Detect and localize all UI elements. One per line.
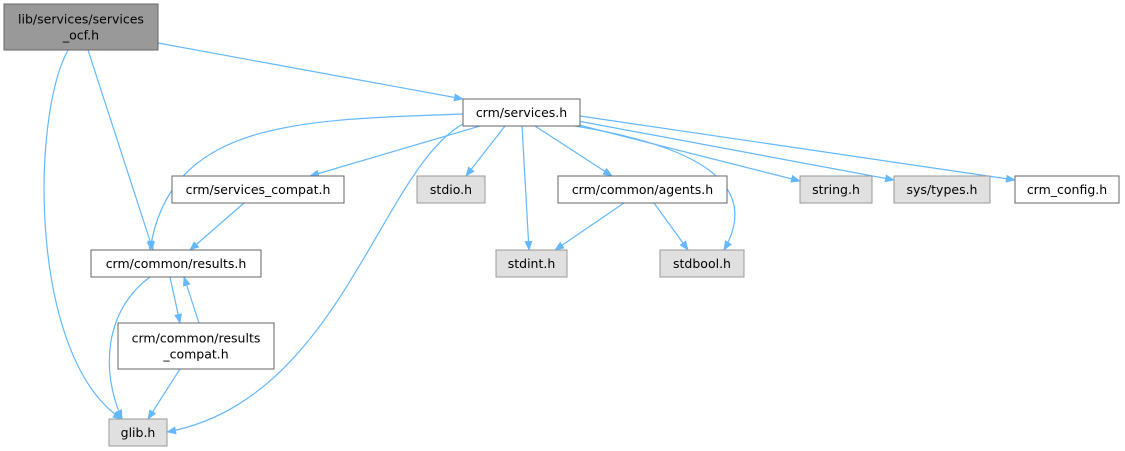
- node-string: string.h: [799, 175, 873, 204]
- node-label: stdbool.h: [673, 256, 731, 271]
- node-services[interactable]: crm/services.h: [462, 98, 581, 127]
- node-results_compat[interactable]: crm/common/results_compat.h: [117, 322, 275, 370]
- node-systypes: sys/types.h: [893, 175, 991, 204]
- node-stdint: stdint.h: [495, 249, 568, 278]
- edge-services-to-stdint: [521, 125, 533, 251]
- edge-services_ocf-to-glib: [43, 49, 123, 420]
- node-box: [462, 98, 581, 127]
- edge-services-to-results: [147, 113, 464, 251]
- node-box: [557, 175, 728, 204]
- nodes-layer: lib/services/services_ocf.h crm/services.…: [3, 3, 1120, 447]
- node-glib: glib.h: [108, 418, 168, 447]
- edge-services_ocf-to-results: [87, 49, 155, 251]
- node-box: [171, 175, 345, 204]
- node-label: crm/services.h: [476, 105, 567, 120]
- edge-services-to-systypes: [577, 120, 895, 183]
- node-label: _ocf.h: [62, 28, 99, 43]
- node-stdio: stdio.h: [416, 175, 486, 204]
- edge-services-to-glib: [166, 123, 464, 435]
- node-label: stdio.h: [430, 182, 472, 197]
- edge-services-to-services_compat: [309, 125, 481, 178]
- node-label: crm_config.h: [1027, 182, 1107, 197]
- node-label: sys/types.h: [907, 182, 978, 197]
- node-label: lib/services/services: [18, 12, 144, 27]
- node-label: crm/services_compat.h: [186, 182, 331, 197]
- node-label: crm/common/results: [132, 331, 261, 346]
- node-box: [1014, 175, 1120, 204]
- edge-services-to-stdio: [465, 125, 506, 177]
- node-box: [416, 175, 486, 204]
- node-crm_config[interactable]: crm_config.h: [1014, 175, 1120, 204]
- node-box: [893, 175, 991, 204]
- edge-results-to-results_compat: [169, 276, 182, 324]
- edge-results-to-glib: [108, 276, 151, 420]
- edge-services-to-stdbool: [574, 125, 736, 251]
- edge-results_compat-to-results: [182, 276, 200, 324]
- node-box: [659, 249, 745, 278]
- node-box: [117, 322, 275, 370]
- edge-results_compat-to-glib: [147, 368, 181, 420]
- node-label: glib.h: [121, 425, 156, 440]
- node-label: stdint.h: [508, 256, 556, 271]
- edge-agents-to-stdint: [554, 202, 625, 251]
- node-services_compat[interactable]: crm/services_compat.h: [171, 175, 345, 204]
- node-box: [108, 418, 168, 447]
- node-box: [495, 249, 568, 278]
- node-label: crm/common/agents.h: [572, 182, 713, 197]
- node-label: string.h: [812, 182, 860, 197]
- node-box: [3, 3, 159, 51]
- edge-services_ocf-to-services: [157, 42, 464, 102]
- node-stdbool: stdbool.h: [659, 249, 745, 278]
- node-agents[interactable]: crm/common/agents.h: [557, 175, 728, 204]
- edge-agents-to-stdbool: [653, 202, 689, 251]
- edge-services_compat-to-results: [189, 202, 245, 251]
- edges-layer: [43, 42, 1016, 435]
- edge-services-to-crm_config: [579, 115, 1016, 183]
- node-services_ocf[interactable]: lib/services/services_ocf.h: [3, 3, 159, 51]
- node-box: [90, 249, 262, 278]
- node-label: _compat.h: [162, 347, 228, 362]
- node-label: crm/common/results.h: [106, 256, 247, 271]
- node-box: [799, 175, 873, 204]
- edge-services-to-agents: [534, 125, 613, 177]
- node-results[interactable]: crm/common/results.h: [90, 249, 262, 278]
